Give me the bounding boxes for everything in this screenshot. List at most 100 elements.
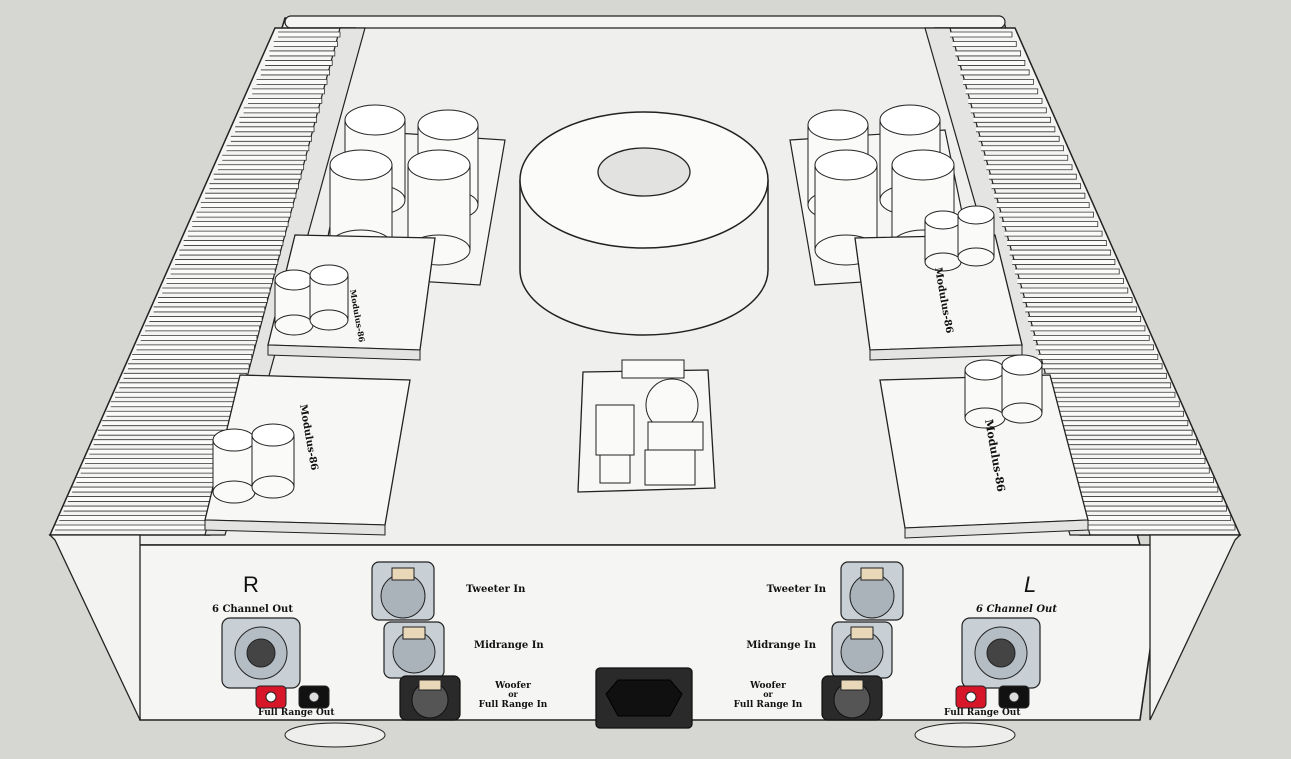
heatsink-fin — [93, 439, 229, 446]
heatsink-fin — [230, 135, 312, 142]
heatsink-fin — [149, 316, 263, 322]
heatsink-fin — [235, 126, 315, 133]
heatsink-fin — [1066, 458, 1206, 465]
center-control-board — [577, 359, 716, 493]
heatsink-fin — [970, 107, 1047, 114]
heatsink-fin — [994, 192, 1086, 199]
binding-post-red-l[interactable] — [955, 685, 987, 709]
right-channel-panel: R 6 Channel Out Full Range Out Tweeter I… — [212, 561, 548, 721]
channel-letter-l: L — [1024, 572, 1036, 597]
heatsink-fin — [247, 97, 323, 104]
heatsink-fin — [97, 429, 232, 436]
woofer-label-r: Woofer — [494, 681, 531, 691]
heatsink-fin — [63, 505, 211, 512]
heatsink-fin — [960, 69, 1030, 76]
binding-post-black-l[interactable] — [998, 685, 1030, 709]
module-board-right-upper: Modulus-86 — [854, 205, 1023, 361]
heatsink-fin — [981, 145, 1064, 152]
heatsink-fin — [952, 41, 1017, 47]
woofer-or-label-r: or — [508, 689, 518, 699]
heatsink-fin — [957, 60, 1026, 66]
heatsink-fin — [1061, 439, 1197, 446]
heatsink-fin — [1077, 496, 1223, 502]
heatsink-fin — [1046, 382, 1172, 389]
heatsink-fin — [955, 50, 1021, 57]
heatsink-fin — [1030, 325, 1146, 332]
binding-post-red-r[interactable] — [255, 685, 287, 709]
heatsink-fin — [1056, 420, 1189, 427]
heatsink-fin — [209, 183, 299, 190]
heatsink-fin — [205, 192, 297, 199]
left-channel-panel: Tweeter In Midrange In Woofer or Full Ra… — [734, 561, 1057, 721]
heatsink-fin — [252, 88, 325, 95]
speakon-connector-r[interactable] — [221, 617, 301, 689]
heatsink-fin — [136, 344, 255, 351]
heatsink-fin — [243, 107, 320, 114]
module-board-left-upper: Modulus-86 — [267, 234, 436, 361]
heatsink-fin — [72, 486, 216, 493]
tweeter-in-label-r: Tweeter In — [466, 584, 526, 595]
heatsink-fin — [1079, 505, 1227, 512]
heatsink-fin — [1020, 287, 1129, 294]
heatsink-fin — [140, 334, 258, 341]
midrange-in-label-r: Midrange In — [474, 640, 544, 651]
xlr-tweeter-l[interactable] — [840, 561, 904, 621]
tweeter-in-label-l: Tweeter In — [767, 584, 827, 595]
xlr-woofer-r[interactable] — [399, 675, 461, 721]
heatsink-fin — [179, 249, 281, 256]
heatsink-fin — [1027, 316, 1142, 322]
module-board-right-lower: Modulus-86 — [879, 354, 1089, 539]
heatsink-fin — [157, 297, 268, 303]
binding-post-black-r[interactable] — [298, 685, 330, 709]
heatsink-fin — [110, 401, 240, 408]
heatsink-fin — [145, 325, 260, 332]
heatsink-fin — [76, 477, 219, 483]
woofer-or-label-l: or — [763, 689, 773, 699]
speakon-connector-l[interactable] — [961, 617, 1041, 689]
heatsink-fin — [991, 183, 1082, 190]
xlr-woofer-l[interactable] — [821, 675, 883, 721]
heatsink-fin — [187, 230, 286, 237]
heatsink-fin — [175, 259, 279, 265]
heatsink-fin — [988, 173, 1077, 180]
heatsink-fin — [132, 353, 253, 360]
heatsink-fin — [1014, 268, 1120, 275]
heatsink-fin — [975, 126, 1056, 133]
heatsink-fin — [1025, 306, 1137, 313]
heatsink-fin — [265, 60, 333, 66]
heatsink-fin — [1038, 353, 1159, 360]
heatsink-fin — [1004, 230, 1103, 237]
xlr-midrange-l[interactable] — [831, 621, 893, 679]
heatsink-fin — [85, 458, 224, 465]
power-inlet[interactable] — [595, 667, 693, 729]
heatsink-fin — [55, 524, 206, 531]
heatsink-fin — [1053, 410, 1184, 417]
heatsink-fin — [999, 211, 1094, 218]
heatsink-fin — [269, 50, 336, 57]
heatsink-fin — [213, 173, 302, 180]
heatsink-fin — [273, 41, 338, 47]
heatsink-fin — [983, 154, 1069, 161]
heatsink-fin — [115, 391, 242, 398]
heatsink-fin — [260, 69, 331, 76]
heatsink-fin — [1072, 477, 1214, 483]
heatsink-fin — [973, 116, 1051, 123]
heatsink-fin — [162, 287, 271, 294]
heatsink-fin — [127, 363, 250, 370]
heatsink-fin — [962, 79, 1034, 85]
channel-letter-r: R — [243, 572, 259, 597]
xlr-midrange-r[interactable] — [383, 621, 445, 679]
heatsink-fin — [222, 154, 307, 161]
heatsink-fin — [217, 164, 305, 171]
xlr-tweeter-r[interactable] — [371, 561, 435, 621]
heatsink-fin — [278, 31, 341, 38]
woofer-label-l: Woofer — [749, 681, 786, 691]
heatsink-fin — [80, 467, 221, 474]
full-range-out-label-l: Full Range Out — [944, 708, 1021, 718]
module-board-left-lower: Modulus-86 — [204, 374, 411, 536]
heatsink-fin — [1017, 278, 1124, 284]
heatsink-fin — [1059, 429, 1193, 436]
channel-out-label-r: 6 Channel Out — [212, 604, 293, 615]
heatsink-fin — [996, 202, 1090, 209]
